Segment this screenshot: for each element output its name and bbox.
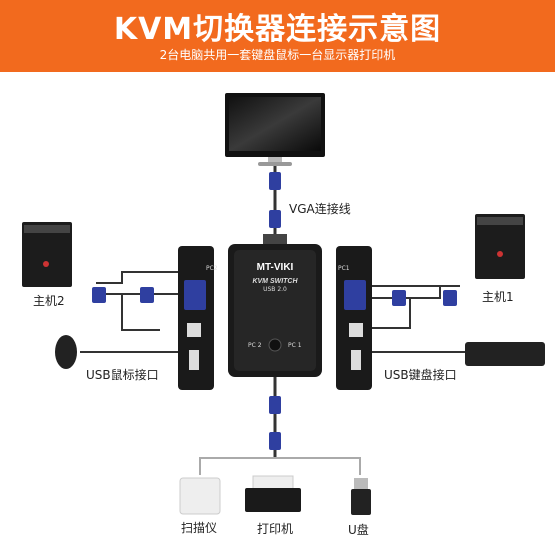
kvm-brand: MT-VIKI [257,262,294,273]
host1-cables [372,285,460,329]
kvm-model: KVM SWITCH [252,278,298,285]
printer-label: 打印机 [257,522,293,536]
scanner [179,477,221,515]
usb-keyboard [372,342,545,366]
usb-keyboard-label: USB键盘接口 [384,367,457,382]
header-banner: KVM切换器连接示意图 2台电脑共用一套键盘鼠标一台显示器打印机 [0,0,555,72]
page-title: KVM切换器连接示意图 [113,12,442,47]
usb-mouse [55,335,178,369]
kvm-port-pc2: PC 2 [248,342,262,349]
usb-mouse-label: USB鼠标接口 [86,367,159,382]
usb-disk-label: U盘 [348,522,369,537]
printer [245,475,301,512]
kvm-port-pc1: PC 1 [288,342,302,349]
page-subtitle: 2台电脑共用一套键盘鼠标一台显示器打印机 [159,48,396,62]
host2-computer [22,222,72,287]
vga-cable-monitor [269,166,281,240]
side-port-pc2: PC2 [206,265,218,272]
host1-label: 主机1 [482,290,514,304]
monitor [225,93,325,166]
host1-computer [475,214,525,279]
usb-bus-cable [199,377,361,475]
host2-label: 主机2 [33,294,65,308]
host2-cables [92,271,178,331]
kvm-side-panel-left: PC2 [178,246,218,390]
scanner-label: 扫描仪 [181,521,217,535]
kvm-connection-diagram: VGA连接线 MT-VIKI KVM SWITCH USB 2.0 PC 2 P… [22,93,545,537]
kvm-side-panel-right: PC1 [336,246,372,390]
usb-disk [351,478,371,515]
side-port-pc1: PC1 [338,265,350,272]
kvm-usb: USB 2.0 [263,286,287,293]
vga-cable-label: VGA连接线 [289,201,351,216]
kvm-switch: MT-VIKI KVM SWITCH USB 2.0 PC 2 PC 1 [228,234,322,377]
